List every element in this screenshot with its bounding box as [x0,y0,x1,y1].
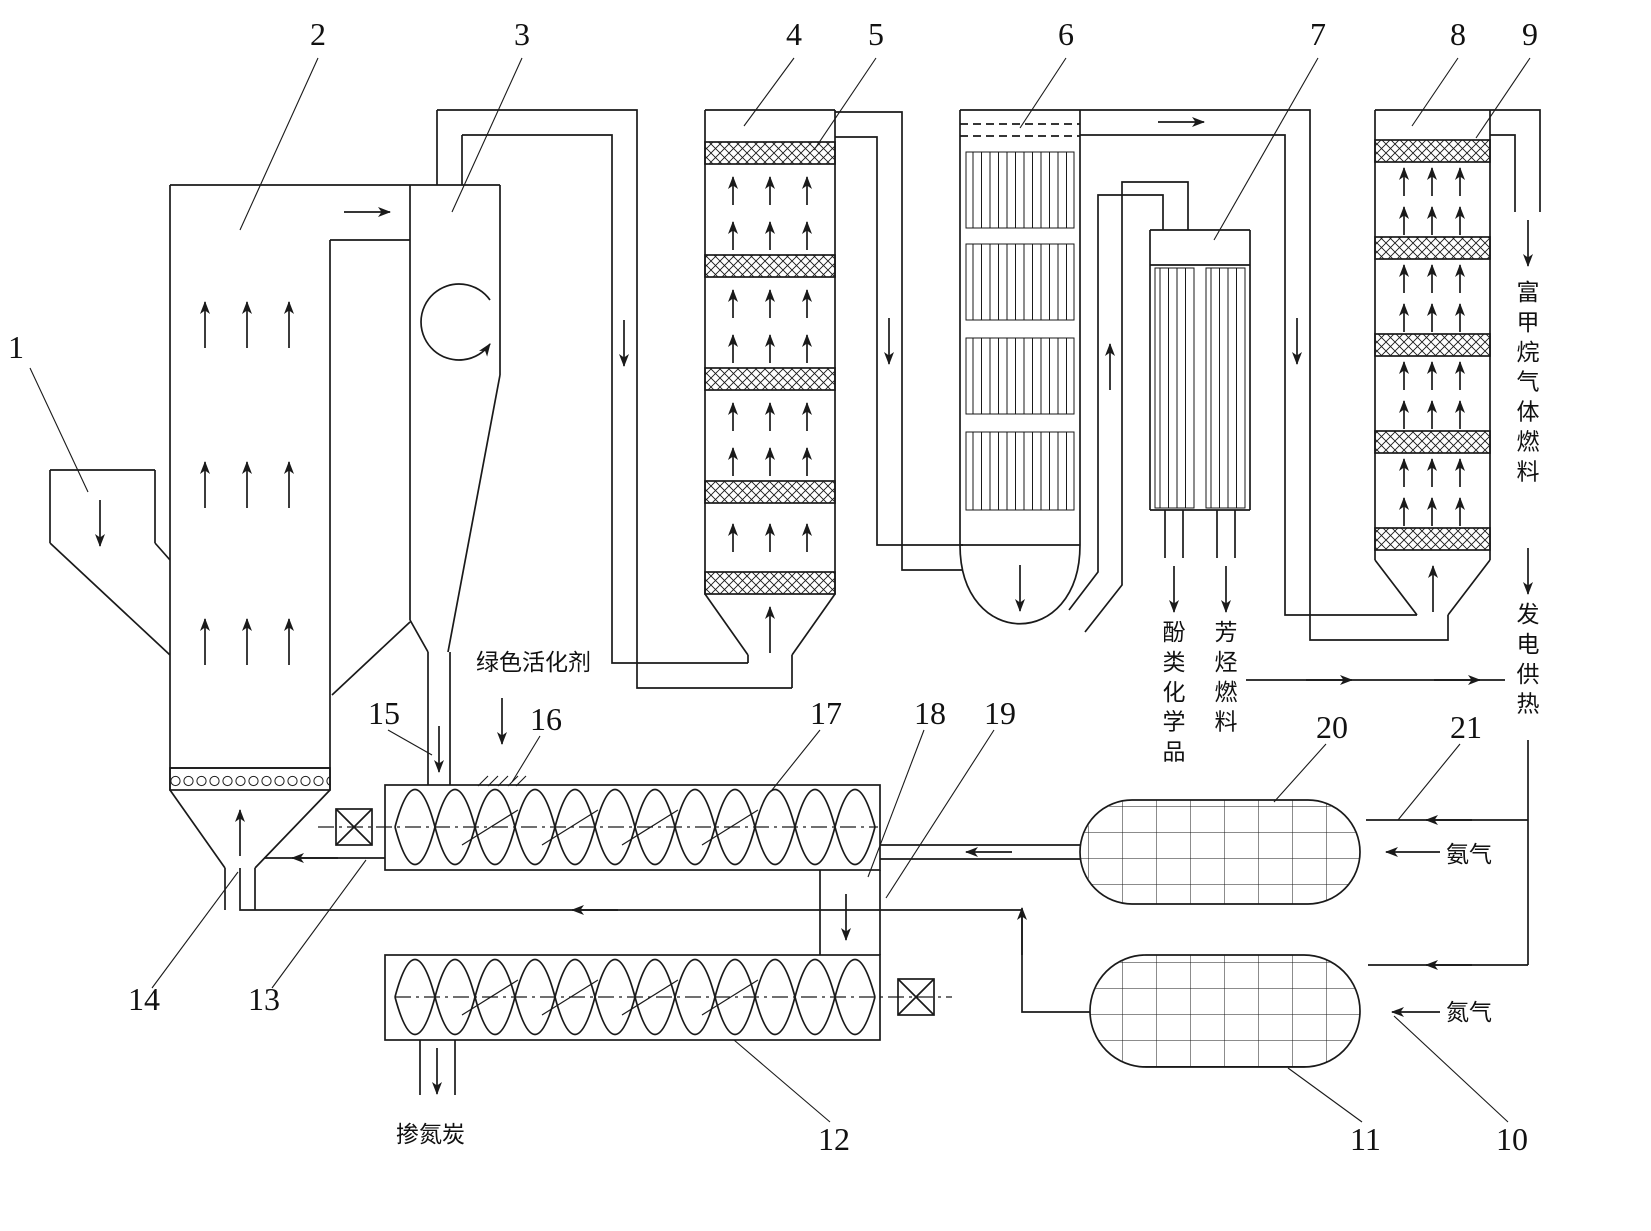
callout-7: 7 [1310,16,1326,52]
callout-19: 19 [984,695,1016,731]
duct-column6-to-vessel7 [1068,181,1189,633]
callout-6: 6 [1058,16,1074,52]
callout-1: 1 [8,329,24,365]
callout-10: 10 [1496,1121,1528,1157]
packed-column-8 [1374,109,1491,616]
packed-column-4 [704,109,836,688]
duct-column6-to-column8 [1080,109,1449,641]
label-ammonia-gas: 氨气 [1446,841,1492,867]
duct-column4-to-column6 [835,111,963,571]
callout-16: 16 [530,701,562,737]
callout-20: 20 [1316,709,1348,745]
duct-cyclone-to-column4 [436,109,792,689]
callout-18: 18 [914,695,946,731]
callout-21: 21 [1450,709,1482,745]
label-nitrogen-doped-char: 掺氮炭 [396,1121,465,1147]
label-methane-rich-gas-fuel: 富甲烷气体燃料 [1517,279,1540,484]
callout-17: 17 [810,695,842,731]
nitrogen-preheater [1089,954,1440,1068]
reactor-column [169,184,500,910]
rotary-valve-left [335,808,373,846]
callout-3: 3 [514,16,530,52]
callout-15: 15 [368,695,400,731]
rotary-valve-right [897,978,935,1016]
labels: 1 2 3 4 5 6 7 8 9 10 11 12 13 14 15 16 1… [8,16,1540,1157]
upper-screw-conveyor [264,698,881,871]
nitrogen-return-line [239,868,1090,1013]
label-aromatic-fuel: 芳烃燃料 [1215,619,1238,735]
callout-2: 2 [310,16,326,52]
label-nitrogen-gas: 氮气 [1446,999,1492,1025]
callout-14: 14 [128,981,160,1017]
callout-11: 11 [1350,1121,1381,1157]
feed-hopper [49,469,171,656]
product-gas-line [1366,109,1541,966]
lower-screw-conveyor [384,954,952,1095]
label-power-generation-heating: 发电供热 [1517,601,1540,717]
label-green-activator: 绿色活化剂 [476,649,591,675]
callout-12: 12 [818,1121,850,1157]
callout-leaders [29,57,1531,1123]
callout-5: 5 [868,16,884,52]
callout-4: 4 [786,16,802,52]
callout-8: 8 [1450,16,1466,52]
label-phenolic-chemicals: 酚类化学品 [1163,619,1186,765]
condenser-vessel-7 [1149,229,1251,612]
callout-13: 13 [248,981,280,1017]
transfer-chute [819,870,881,955]
tube-bundle-column-6 [959,109,1081,625]
cyclone-separator [331,185,501,785]
ammonia-preheater [880,799,1440,905]
callout-9: 9 [1522,16,1538,52]
